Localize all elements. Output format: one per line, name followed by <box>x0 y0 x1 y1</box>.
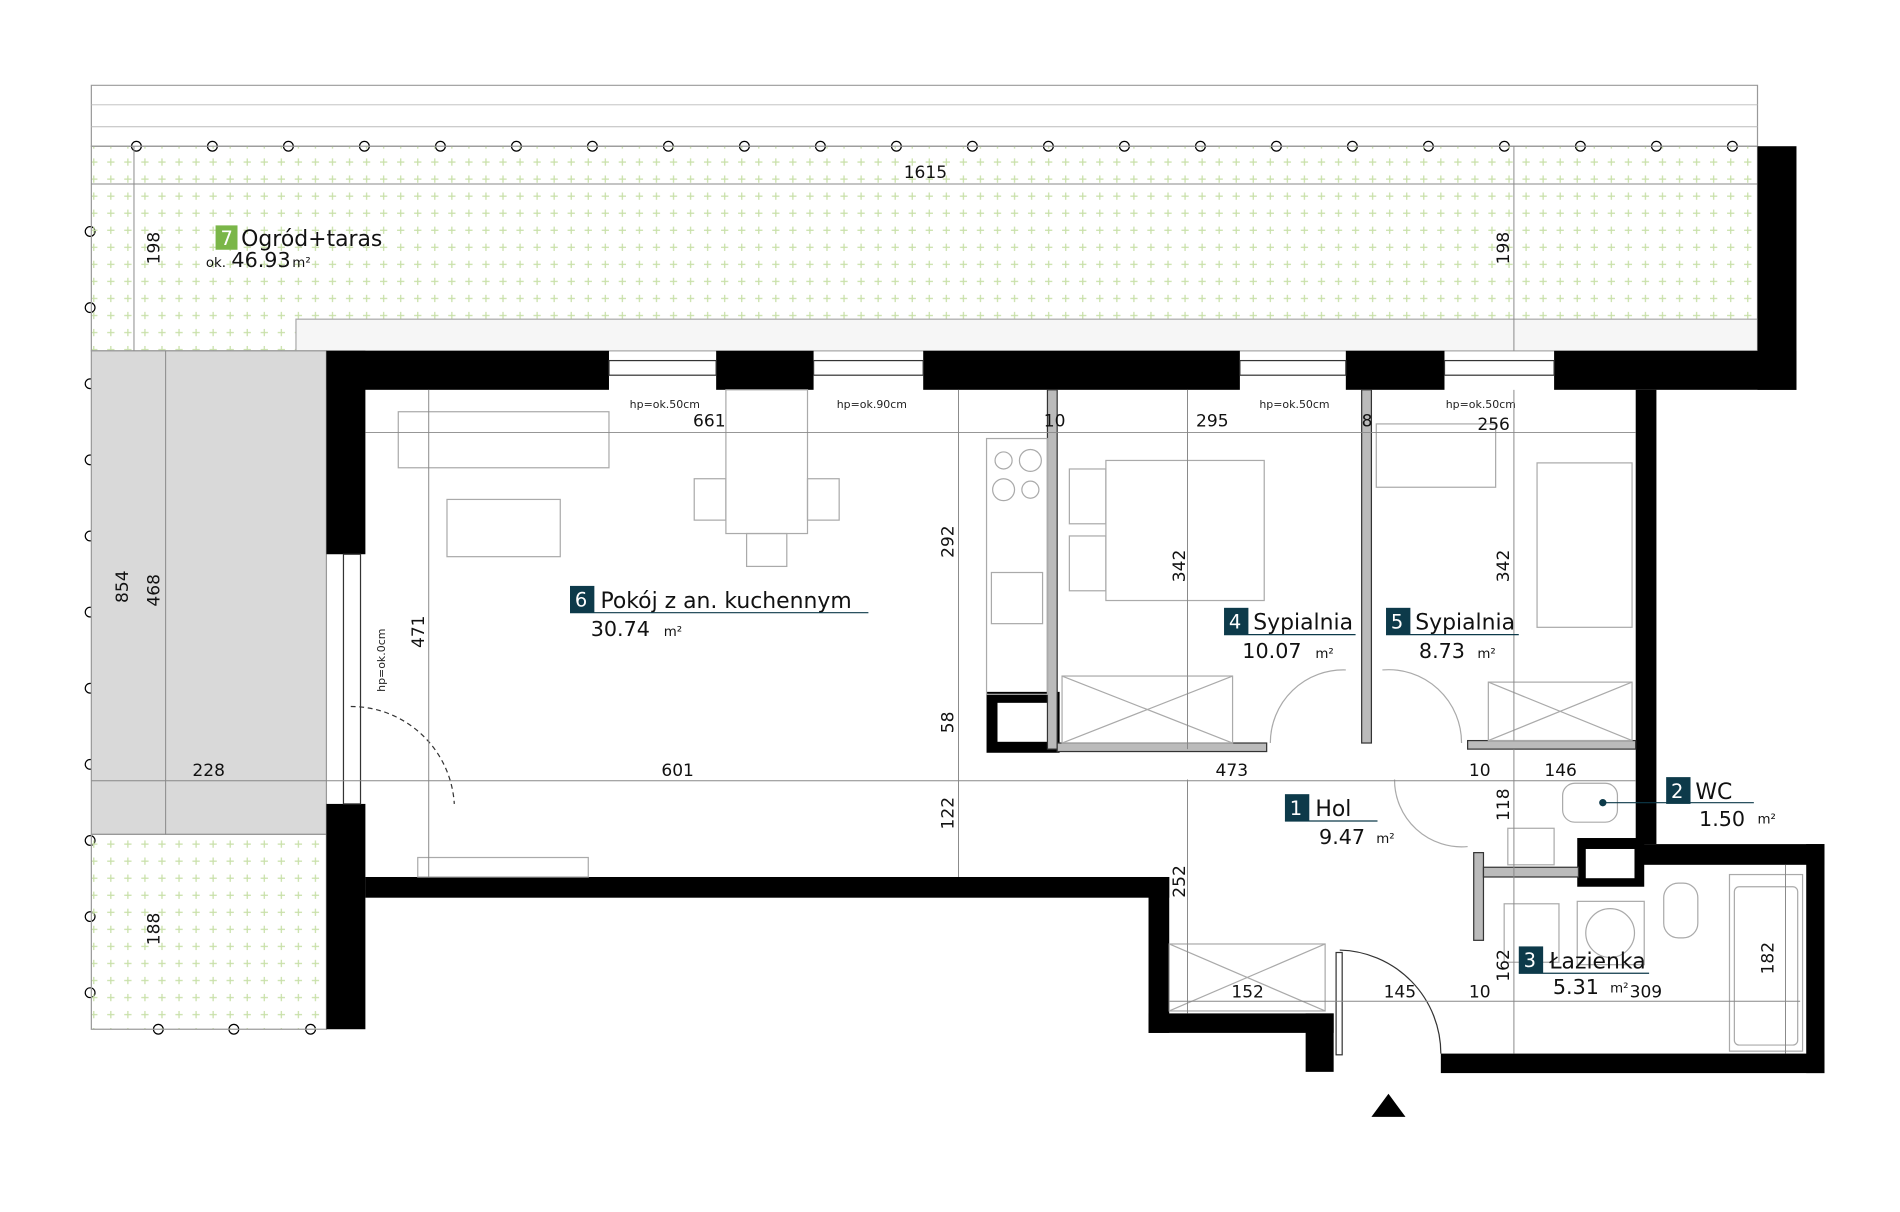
dimension-label: 252 <box>1170 865 1190 898</box>
svg-text:6: 6 <box>575 589 587 612</box>
windows <box>342 359 1555 805</box>
svg-text:46.93: 46.93 <box>231 248 290 272</box>
room-label-bathroom: 3 Łazienka 5.31 m² <box>1518 946 1650 999</box>
dimension-label: 10 <box>1044 411 1066 431</box>
garden-lower-area <box>90 833 328 1030</box>
dimension-label: 145 <box>1384 983 1417 1003</box>
dimension-label: 8 <box>1362 411 1373 431</box>
svg-text:Ogród+taras: Ogród+taras <box>241 227 382 252</box>
entrance-arrow-icon <box>1371 1093 1406 1117</box>
dimension-label: 152 <box>1231 983 1264 1003</box>
dimension-lines <box>91 146 1801 1054</box>
dimension-label: 292 <box>939 525 959 558</box>
svg-text:ok.: ok. <box>206 256 226 271</box>
dimension-label: 473 <box>1216 761 1249 781</box>
dimension-label: 256 <box>1477 415 1510 435</box>
svg-text:7: 7 <box>220 227 232 250</box>
room-label-living-kitchen: 6 Pokój z an. kuchennym 30.74 m² <box>570 585 869 641</box>
dimension-label: 342 <box>1170 550 1190 583</box>
dimension-label: 309 <box>1630 983 1663 1003</box>
fence <box>90 84 1759 147</box>
dimension-label: 122 <box>939 797 959 830</box>
window-sill-height: hp=ok.50cm <box>1446 398 1516 411</box>
dimension-label: 188 <box>145 913 165 946</box>
room-label-garden: 7 Ogród+taras ok. 46.93 m² <box>206 225 382 272</box>
garden-terrace-area <box>90 145 1759 352</box>
svg-text:m²: m² <box>1376 832 1394 847</box>
svg-text:3: 3 <box>1524 949 1536 972</box>
window-sill-height: hp=ok.50cm <box>630 398 700 411</box>
dimension-label: 198 <box>145 232 165 265</box>
dimension-label: 1615 <box>904 163 947 183</box>
dimension-label: 162 <box>1494 949 1514 982</box>
dimension-label: 601 <box>661 761 694 781</box>
dimension-label: 10 <box>1469 761 1491 781</box>
dimension-label: 58 <box>939 712 959 734</box>
furniture <box>397 389 1804 1052</box>
svg-text:2: 2 <box>1671 780 1683 803</box>
dimension-label: 468 <box>145 574 165 607</box>
dimension-label: 146 <box>1544 761 1577 781</box>
svg-text:Hol: Hol <box>1315 797 1351 822</box>
dimension-label: 295 <box>1196 411 1229 431</box>
dimension-label: 198 <box>1494 232 1514 265</box>
svg-text:30.74: 30.74 <box>591 617 650 641</box>
window-sill-height: hp=ok.50cm <box>1259 398 1329 411</box>
loggia-area <box>90 350 328 835</box>
svg-text:Pokój z an. kuchennym: Pokój z an. kuchennym <box>600 589 851 614</box>
terrace-paving <box>295 318 1759 352</box>
doors <box>350 669 1468 1056</box>
svg-text:Sypialnia: Sypialnia <box>1253 611 1353 636</box>
room-label-wc: 2 WC 1.50 m² <box>1599 777 1776 831</box>
svg-text:WC: WC <box>1695 780 1732 805</box>
walls <box>326 146 1825 1074</box>
svg-text:1.50: 1.50 <box>1699 807 1745 831</box>
svg-text:5: 5 <box>1391 611 1403 634</box>
room-label-bedroom-1: 4 Sypialnia 10.07 m² <box>1224 607 1356 663</box>
dimension-label: 118 <box>1494 788 1514 821</box>
svg-text:m²: m² <box>1610 982 1628 997</box>
dimension-label: 10 <box>1469 983 1491 1003</box>
dimension-label: 471 <box>409 615 429 648</box>
svg-text:1: 1 <box>1290 797 1302 820</box>
svg-text:m²: m² <box>664 625 682 640</box>
svg-text:4: 4 <box>1229 611 1241 634</box>
dimension-label: 228 <box>192 761 225 781</box>
dimension-label: 182 <box>1758 942 1778 975</box>
dimension-label: 854 <box>113 570 133 603</box>
svg-text:m²: m² <box>1315 647 1333 662</box>
svg-text:8.73: 8.73 <box>1419 639 1465 663</box>
room-label-bedroom-2: 5 Sypialnia 8.73 m² <box>1386 607 1519 663</box>
window-sill-height: hp=ok.0cm <box>375 629 388 692</box>
svg-text:m²: m² <box>292 256 310 271</box>
dimension-label: 342 <box>1494 550 1514 583</box>
dimension-label: 661 <box>693 411 726 431</box>
svg-text:m²: m² <box>1477 647 1495 662</box>
svg-text:Sypialnia: Sypialnia <box>1415 611 1515 636</box>
svg-text:9.47: 9.47 <box>1319 825 1365 849</box>
svg-text:m²: m² <box>1758 812 1776 827</box>
svg-text:5.31: 5.31 <box>1553 975 1599 999</box>
window-sill-height: hp=ok.90cm <box>837 398 907 411</box>
svg-text:10.07: 10.07 <box>1242 639 1301 663</box>
room-label-hall: 1 Hol 9.47 m² <box>1284 794 1395 849</box>
svg-text:Łazienka: Łazienka <box>1548 949 1645 974</box>
